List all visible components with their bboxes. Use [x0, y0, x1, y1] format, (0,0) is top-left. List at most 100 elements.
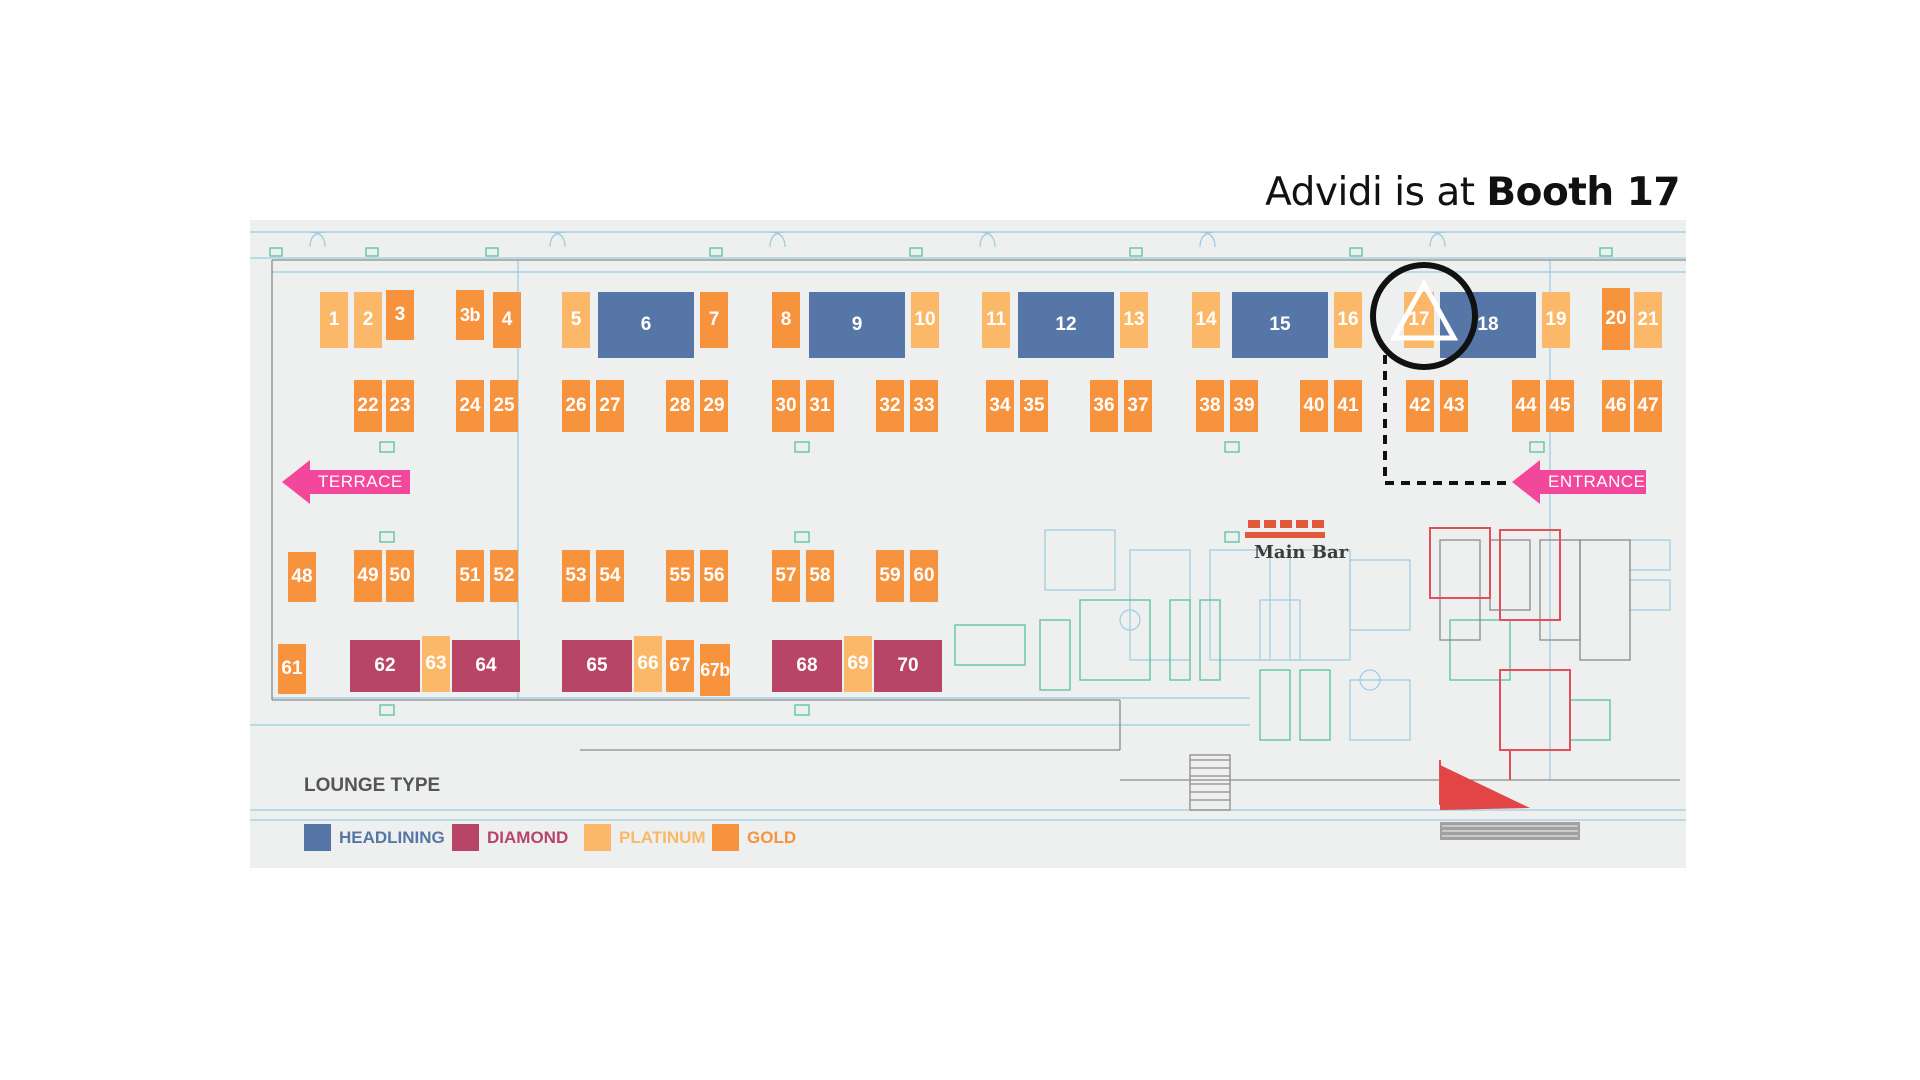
booth-7[interactable]: 7 [700, 292, 728, 348]
gold-swatch [712, 824, 739, 851]
booth-47[interactable]: 47 [1634, 380, 1662, 432]
diamond-label: DIAMOND [487, 827, 569, 847]
booth-57[interactable]: 57 [772, 550, 800, 602]
booth-64[interactable]: 64 [452, 640, 520, 692]
marker-circle [1370, 262, 1478, 370]
booth-40[interactable]: 40 [1300, 380, 1328, 432]
legend-gold: GOLD [712, 824, 796, 851]
booth-26[interactable]: 26 [562, 380, 590, 432]
booth-32[interactable]: 32 [876, 380, 904, 432]
booth-70[interactable]: 70 [874, 640, 942, 692]
booth-5[interactable]: 5 [562, 292, 590, 348]
booth-22[interactable]: 22 [354, 380, 382, 432]
arrow-left-icon [1512, 460, 1540, 504]
booth-17-marker [1370, 262, 1478, 370]
booth-10[interactable]: 10 [911, 292, 939, 348]
entrance-label: ENTRANCE [1540, 470, 1646, 494]
booth-21[interactable]: 21 [1634, 292, 1662, 348]
legend-platinum: PLATINUM [584, 824, 706, 851]
booth-49[interactable]: 49 [354, 550, 382, 602]
entrance-arrow: ENTRANCE [1512, 460, 1646, 504]
booth-13[interactable]: 13 [1120, 292, 1148, 348]
floor-plan-lines [250, 231, 1686, 840]
booth-23[interactable]: 23 [386, 380, 414, 432]
main-bar-label: Main Bar [1254, 542, 1349, 563]
booth-41[interactable]: 41 [1334, 380, 1362, 432]
booth-3b[interactable]: 3b [456, 290, 484, 340]
booth-62[interactable]: 62 [350, 640, 420, 692]
booth-52[interactable]: 52 [490, 550, 518, 602]
booth-20[interactable]: 20 [1602, 288, 1630, 350]
booth-29[interactable]: 29 [700, 380, 728, 432]
legend-diamond: DIAMOND [452, 824, 568, 851]
booth-53[interactable]: 53 [562, 550, 590, 602]
booth-67b[interactable]: 67b [700, 644, 730, 696]
booth-66[interactable]: 66 [634, 636, 662, 692]
booth-31[interactable]: 31 [806, 380, 834, 432]
booth-44[interactable]: 44 [1512, 380, 1540, 432]
booth-33[interactable]: 33 [910, 380, 938, 432]
booth-61[interactable]: 61 [278, 644, 306, 694]
booth-1[interactable]: 1 [320, 292, 348, 348]
arrow-left-icon [282, 460, 310, 504]
booth-9[interactable]: 9 [809, 292, 905, 358]
booth-12[interactable]: 12 [1018, 292, 1114, 358]
booth-34[interactable]: 34 [986, 380, 1014, 432]
booth-3[interactable]: 3 [386, 290, 414, 340]
booth-42[interactable]: 42 [1406, 380, 1434, 432]
booth-65[interactable]: 65 [562, 640, 632, 692]
booth-60[interactable]: 60 [910, 550, 938, 602]
gold-label: GOLD [747, 827, 797, 847]
headlining-swatch [304, 824, 331, 851]
booth-37[interactable]: 37 [1124, 380, 1152, 432]
booth-14[interactable]: 14 [1192, 292, 1220, 348]
booth-58[interactable]: 58 [806, 550, 834, 602]
terrace-arrow: TERRACE [282, 460, 410, 504]
booth-19[interactable]: 19 [1542, 292, 1570, 348]
platinum-label: PLATINUM [619, 827, 706, 847]
booth-50[interactable]: 50 [386, 550, 414, 602]
booth-43[interactable]: 43 [1440, 380, 1468, 432]
booth-63[interactable]: 63 [422, 636, 450, 692]
red-wedge [1440, 765, 1530, 810]
booth-30[interactable]: 30 [772, 380, 800, 432]
headline-highlight: Booth 17 [1486, 170, 1680, 215]
booth-69[interactable]: 69 [844, 636, 872, 692]
headline-prefix: Advidi is at [1265, 170, 1487, 215]
booth-2[interactable]: 2 [354, 292, 382, 348]
booth-8[interactable]: 8 [772, 292, 800, 348]
booth-11[interactable]: 11 [982, 292, 1010, 348]
booth-35[interactable]: 35 [1020, 380, 1048, 432]
booth-4[interactable]: 4 [493, 292, 521, 348]
booth-48[interactable]: 48 [288, 552, 316, 602]
booth-59[interactable]: 59 [876, 550, 904, 602]
floor-plan-map: 1 2 3 3b 4 5 6 7 8 9 10 11 12 13 14 15 1… [250, 220, 1686, 868]
booth-headline: Advidi is at Booth 17 [1150, 170, 1680, 215]
booth-18[interactable]: 18 [1440, 292, 1536, 358]
booth-46[interactable]: 46 [1602, 380, 1630, 432]
booth-25[interactable]: 25 [490, 380, 518, 432]
booth-16[interactable]: 16 [1334, 292, 1362, 348]
platinum-swatch [584, 824, 611, 851]
booth-24[interactable]: 24 [456, 380, 484, 432]
booth-54[interactable]: 54 [596, 550, 624, 602]
booth-68[interactable]: 68 [772, 640, 842, 692]
booth-27[interactable]: 27 [596, 380, 624, 432]
booth-39[interactable]: 39 [1230, 380, 1258, 432]
booth-55[interactable]: 55 [666, 550, 694, 602]
booth-67[interactable]: 67 [666, 640, 694, 692]
terrace-label: TERRACE [310, 470, 410, 494]
route-path [1383, 355, 1510, 485]
marker-triangle-icon [1389, 278, 1459, 341]
booth-6[interactable]: 6 [598, 292, 694, 358]
booth-56[interactable]: 56 [700, 550, 728, 602]
booth-45[interactable]: 45 [1546, 380, 1574, 432]
booth-28[interactable]: 28 [666, 380, 694, 432]
booth-36[interactable]: 36 [1090, 380, 1118, 432]
booth-38[interactable]: 38 [1196, 380, 1224, 432]
diamond-swatch [452, 824, 479, 851]
booth-51[interactable]: 51 [456, 550, 484, 602]
legend-title: LOUNGE TYPE [304, 775, 441, 796]
legend-headlining: HEADLINING [304, 824, 445, 851]
booth-15[interactable]: 15 [1232, 292, 1328, 358]
